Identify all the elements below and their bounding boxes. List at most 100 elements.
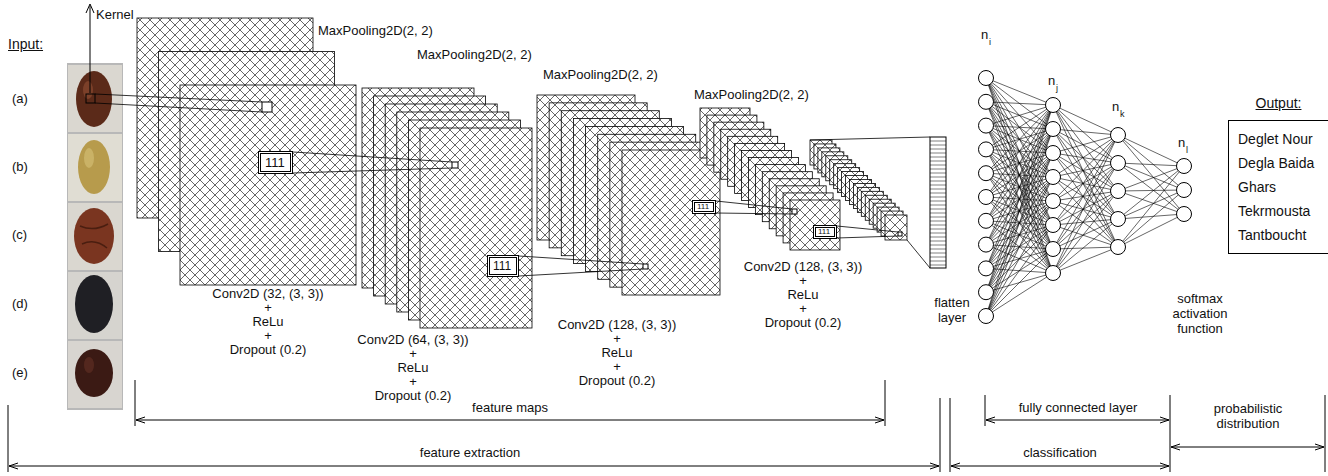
annotation-label: Kernel [96,8,134,23]
weight-line [986,78,1053,105]
output-heading: Output: [1256,95,1302,111]
span-line [9,466,939,467]
function-label: softmax activation function [1160,292,1240,337]
neuron [979,285,994,300]
panel-frame [67,63,123,410]
weight-line [1053,129,1118,219]
leader-line [837,236,898,238]
span-tick [1325,395,1326,472]
leader-line [293,152,452,162]
image-cell [68,272,122,339]
weight-line [1118,190,1184,247]
flatten-cell [930,209,946,210]
weight-line [1053,135,1118,201]
pointer-line [90,6,91,93]
weight-line [1118,166,1184,219]
fan-line [907,240,930,268]
date-highlight [84,357,94,373]
leader-line [716,213,792,214]
weight-line [1053,163,1118,177]
output-pixel [792,209,797,214]
flatten-cell [930,181,946,182]
flatten-cell [930,233,946,234]
weight-line [986,78,1053,201]
neuron [979,213,994,228]
flatten-cell [930,185,946,186]
layer-label: flatten layer [924,296,980,326]
flatten-cell [930,157,946,158]
span-arrowhead [1160,463,1169,469]
weight-line [986,102,1053,105]
flatten-vector [930,137,946,268]
date-image [76,71,112,127]
class-name: Tekrmousta [1238,199,1319,223]
neuron [1177,183,1192,198]
span-arrowhead [930,463,939,469]
image-cell [68,134,122,201]
date-image [74,208,114,264]
span-line [986,420,1169,421]
weight-line [986,78,1053,225]
flatten-cell [930,165,946,166]
weight-line [986,105,1053,268]
weight-line [1053,191,1118,249]
flatten-cell [930,221,946,222]
span-arrowhead [1171,444,1180,450]
weight-line [1053,129,1118,163]
neuron [979,309,994,324]
layer-label: Conv2D (128, (3, 3)) [558,318,677,333]
flatten-cell [930,229,946,230]
weight-line [986,102,1053,225]
image-label: (d) [12,297,28,312]
kernel-value: 111 [493,260,513,272]
weight-line [1053,163,1118,249]
span-line [136,420,884,421]
span-brackets [8,380,1325,472]
date-highlight [83,81,93,99]
output-pixel [262,102,272,112]
leader-lines [95,94,902,276]
flatten-cell [930,145,946,146]
weight-line [1118,190,1184,191]
weight-line [1053,129,1118,247]
flatten-cell [930,141,946,142]
span-arrowhead [9,463,18,469]
flatten-cell [930,161,946,162]
weight-line [1053,163,1118,201]
pooling-label: MaxPooling2D(2, 2) [543,68,658,83]
leader-line [519,256,643,264]
kernel-box: 111 [487,255,519,277]
layer-label: + [264,329,272,344]
span-line [951,466,1169,467]
neuron [1111,212,1126,227]
layer-label: ReLu [397,361,428,376]
fan-line [810,137,930,140]
flatten-cell [930,205,946,206]
subscript-label: k [1120,109,1125,119]
span-label: fully connected layer [1019,401,1138,416]
weight-line [1053,177,1118,219]
output-pixel [452,162,458,168]
weight-line [986,102,1053,273]
neuron [979,94,994,109]
pointer-head [86,4,94,13]
flatten-cell [930,153,946,154]
neuron [979,71,994,86]
leader-line [293,168,452,173]
neuron [1046,194,1061,209]
class-name: Ghars [1238,175,1319,199]
date-image [78,140,110,194]
neuron [979,118,994,133]
layer-label: Dropout (0.2) [579,374,656,389]
pooling-label: MaxPooling2D(2, 2) [318,24,433,39]
neuron-count-label: n [1048,74,1055,89]
weight-line [986,105,1053,221]
input-panel [67,63,123,410]
fully-connected-net [979,71,1192,324]
subscript-label: l [1186,145,1188,155]
layer-label: Conv2D (64, (3, 3)) [357,333,468,348]
weight-line [986,105,1053,245]
span-tick [1170,395,1171,472]
input-heading: Input: [8,36,43,52]
weight-line [1118,135,1184,190]
